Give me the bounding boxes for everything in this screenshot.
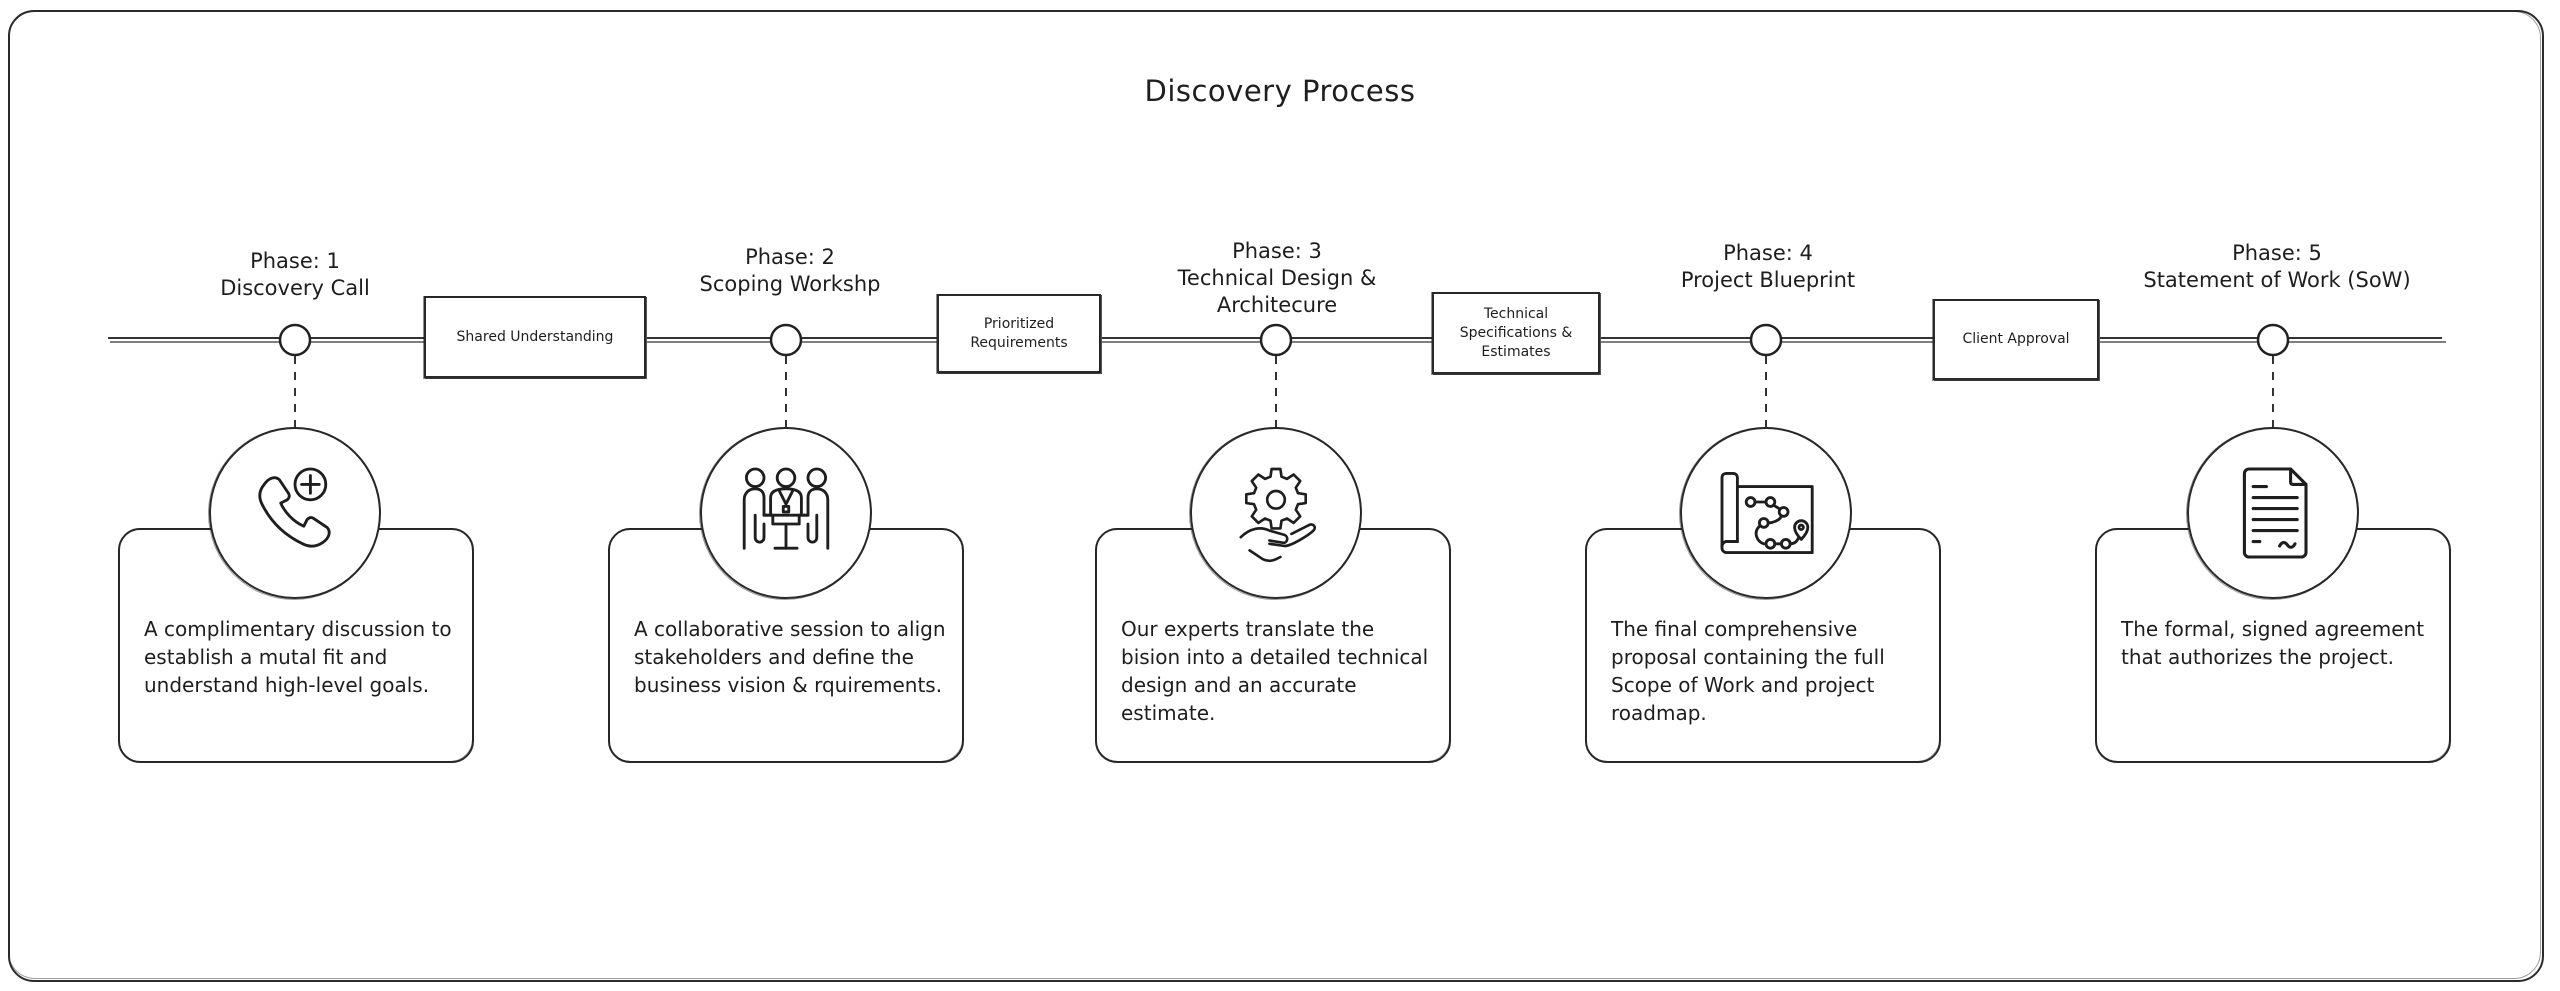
phase-3-icon-badge	[1189, 427, 1362, 600]
phase-name: Scoping Workshp	[699, 272, 881, 296]
milestone-label: Client Approval	[1962, 331, 2070, 347]
phase-description: A complimentary discussion to establish …	[144, 617, 452, 697]
phase-4-node	[1749, 323, 1783, 357]
phase-description: A collaborative session to align stakeho…	[634, 617, 946, 697]
milestone-label: Technical Specifications & Estimates	[1459, 305, 1573, 360]
phase-name: Technical Design & Architecure	[1177, 266, 1377, 317]
phase-5-label: Phase: 5 Statement of Work (SoW)	[2143, 240, 2410, 294]
milestone-shared-understanding: Shared Understanding	[423, 296, 646, 379]
phase-3-label: Phase: 3 Technical Design & Architecure	[1162, 238, 1392, 319]
phase-1-icon-badge	[208, 427, 381, 600]
diagram-frame	[8, 10, 2544, 982]
diagram-title: Discovery Process	[1144, 74, 1416, 108]
phase-1-node	[278, 323, 312, 357]
phase-3-node	[1259, 323, 1293, 357]
milestone-technical-specifications: Technical Specifications & Estimates	[1431, 292, 1600, 375]
phase-description: Our experts translate the bision into a …	[1121, 617, 1429, 725]
phone-add-icon	[258, 467, 331, 548]
phase-description: The formal, signed agreement that author…	[2121, 617, 2425, 669]
phase-5-node	[2256, 323, 2290, 357]
phase-4-label: Phase: 4 Project Blueprint	[1681, 240, 1855, 294]
phase-name: Statement of Work (SoW)	[2143, 268, 2411, 292]
phase-2-label: Phase: 2 Scoping Workshp	[700, 244, 881, 298]
phase-description: The final comprehensive proposal contain…	[1611, 617, 1885, 725]
roadmap-blueprint-icon	[1720, 471, 1814, 555]
phase-1-card: A complimentary discussion to establish …	[118, 528, 474, 763]
phase-number: Phase: 1	[250, 249, 340, 273]
phase-number: Phase: 5	[2232, 241, 2322, 265]
phase-number: Phase: 4	[1723, 241, 1813, 265]
phase-name: Discovery Call	[220, 276, 370, 300]
milestone-label: Shared Understanding	[456, 328, 614, 345]
milestone-client-approval: Client Approval	[1932, 299, 2099, 381]
phase-4-icon-badge	[1679, 427, 1852, 600]
milestone-prioritized-requirements: Prioritized Requirements	[936, 294, 1101, 374]
gear-hand-icon	[1239, 467, 1317, 563]
phase-2-icon-badge	[699, 427, 872, 600]
phase-name: Project Blueprint	[1680, 268, 1856, 292]
phase-number: Phase: 3	[1232, 239, 1322, 263]
phase-number: Phase: 2	[745, 245, 835, 269]
phase-2-node	[769, 323, 803, 357]
phase-5-icon-badge	[2186, 427, 2359, 600]
signed-document-icon	[2242, 467, 2308, 559]
milestone-label: Prioritized Requirements	[970, 315, 1068, 351]
meeting-people-icon	[742, 467, 830, 550]
phase-1-label: Phase: 1 Discovery Call	[220, 248, 370, 302]
